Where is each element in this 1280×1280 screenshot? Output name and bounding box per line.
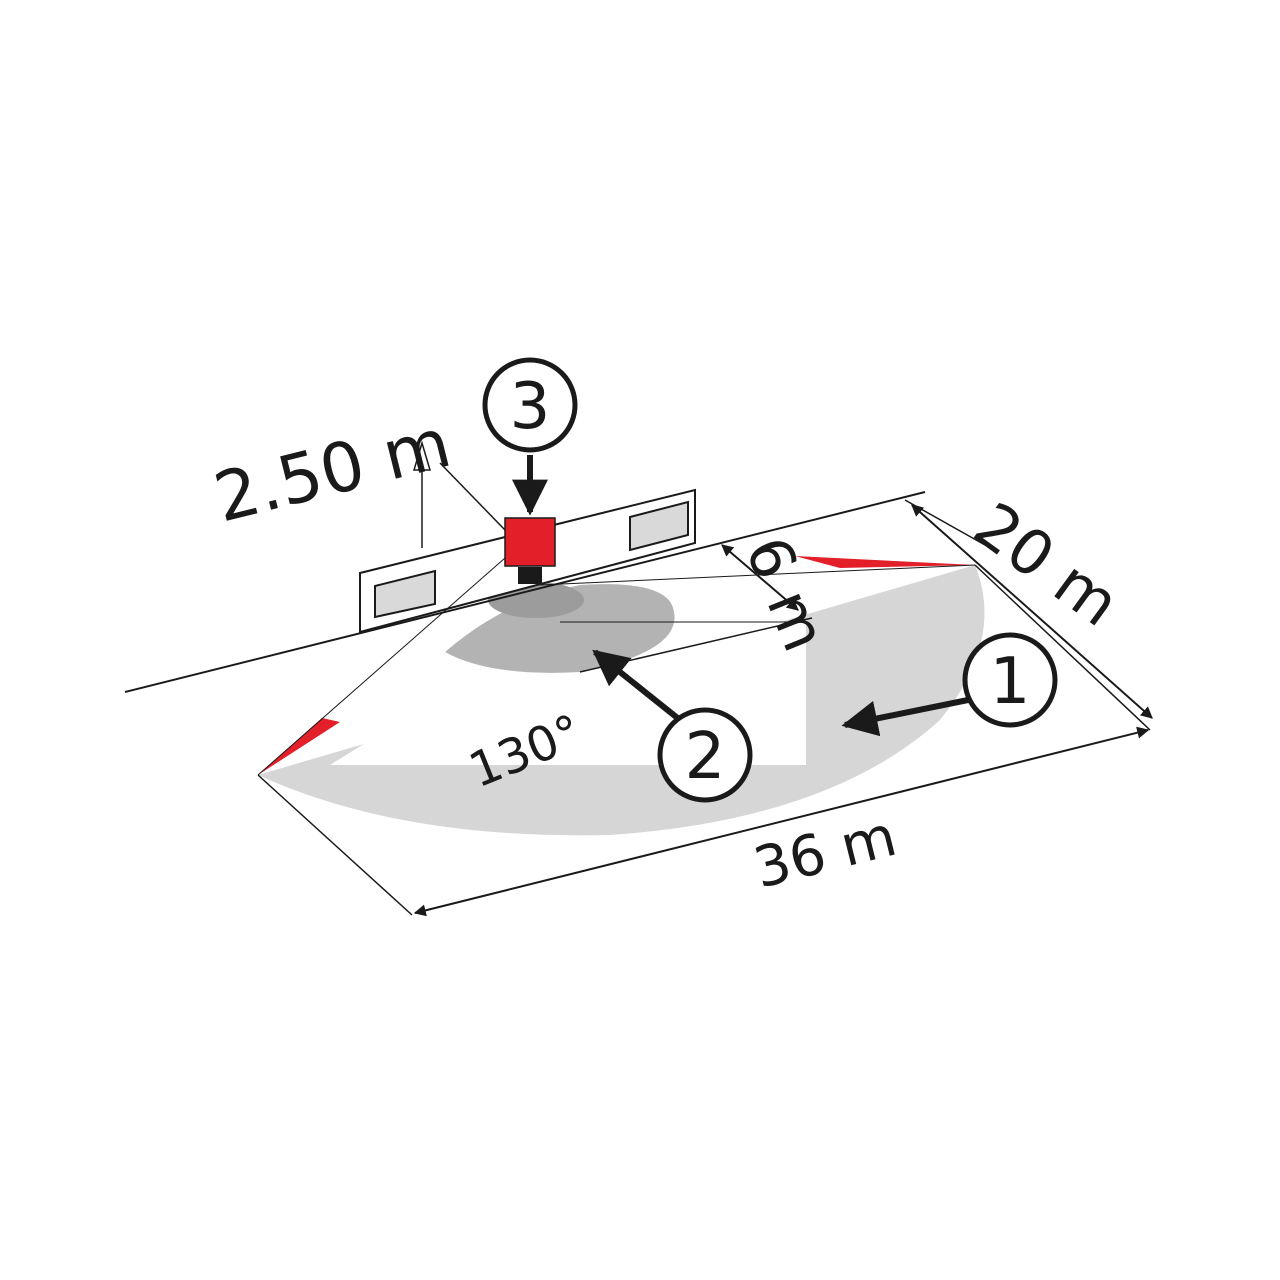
total-width-label: 36 m [748,804,903,902]
callout-1-text: 1 [990,645,1031,719]
right-window [629,500,689,552]
left-window [374,569,436,619]
width-extension-right [974,564,1151,731]
callout-1-arrow [841,697,969,737]
callout-1-circle [962,632,1058,728]
inner-depth-dimension [721,544,799,611]
total-width-dimension [413,726,1150,917]
outer-depth-dimension [911,504,1153,719]
callout-2-text: 2 [685,720,726,794]
height-diagonal-line [439,462,506,531]
mounting-height-label: 2.50 m [207,404,458,539]
ground-line [124,491,926,693]
callout-2-arrow [592,649,682,723]
height-arrowhead [412,440,432,471]
callout-2-circle [657,707,753,803]
sensor-body [504,517,556,567]
width-extension-left [257,774,413,916]
callout-3-text: 3 [510,370,551,444]
projection-line-left [257,557,506,776]
callout-3-circle [482,357,578,453]
outer-depth-label: 20 m [961,488,1133,641]
sensor-lens [518,567,542,584]
outer-zone-left-edge [258,718,340,775]
